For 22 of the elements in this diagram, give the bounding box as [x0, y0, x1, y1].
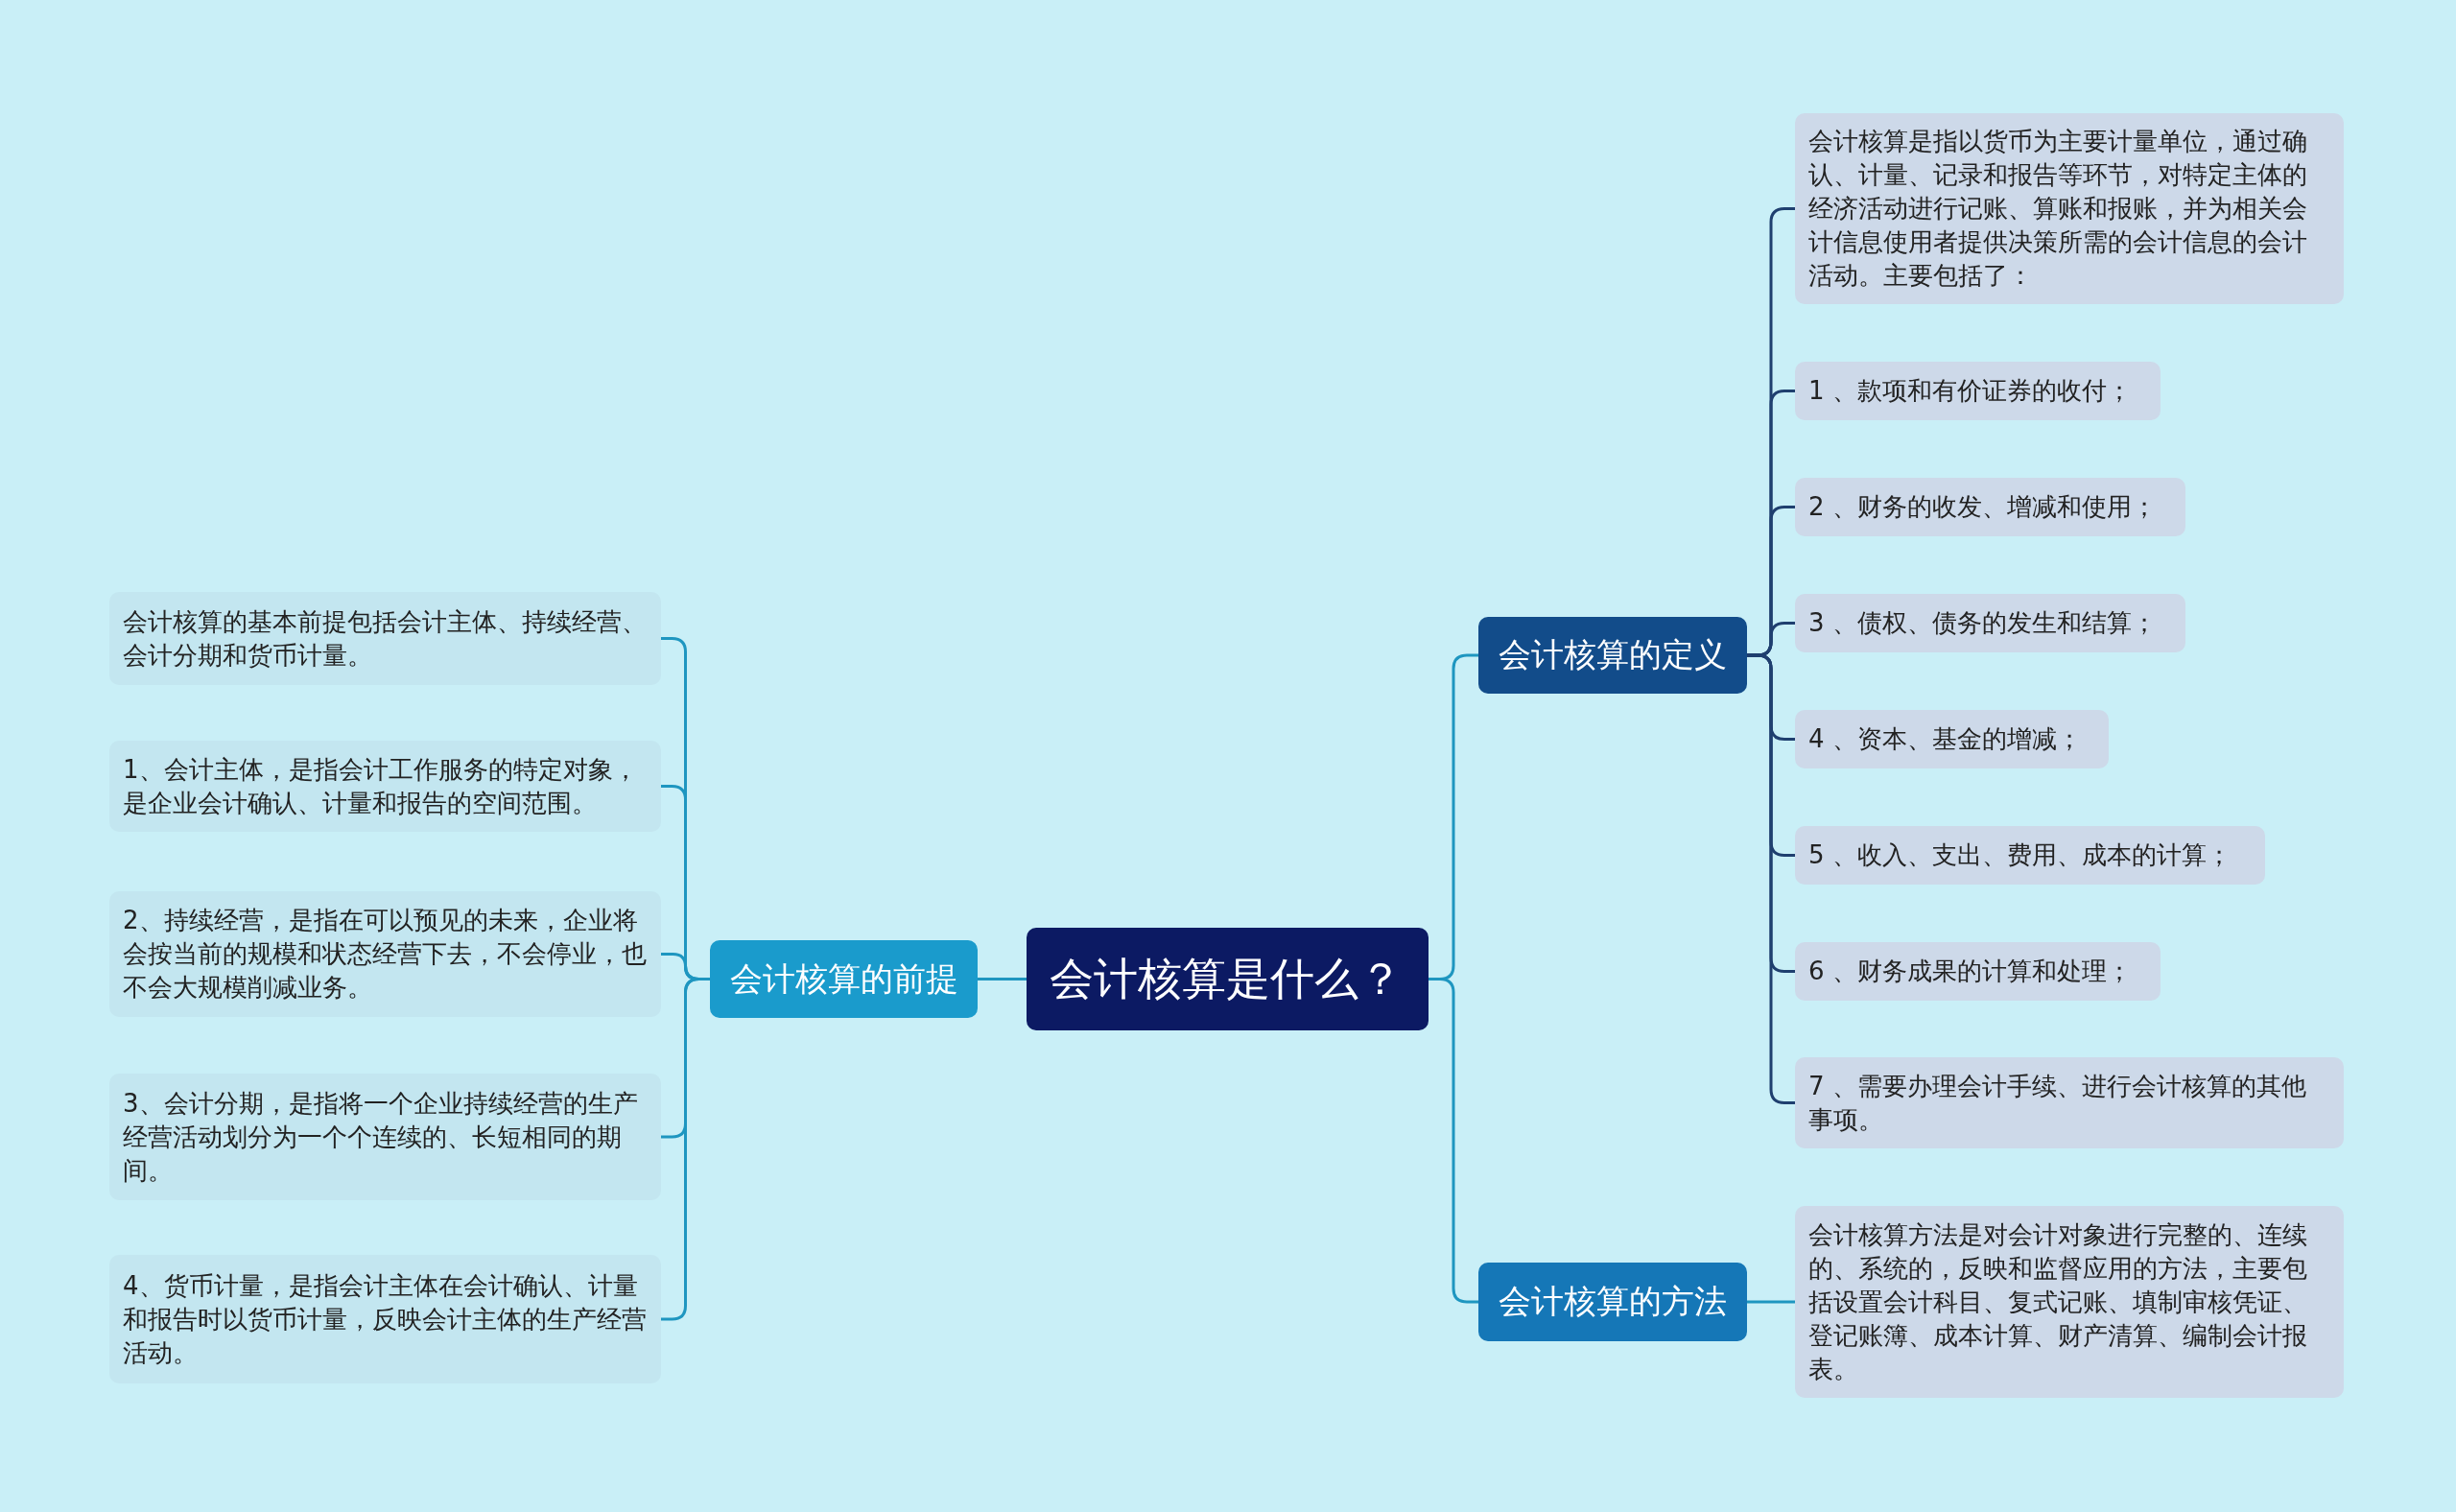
note-box: 1、会计主体，是指会计工作服务的特定对象，是企业会计确认、计量和报告的空间范围。 [109, 741, 661, 832]
connector-line [978, 978, 1027, 980]
note-box: 会计核算的基本前提包括会计主体、持续经营、会计分期和货币计量。 [109, 592, 661, 685]
connector-line [1747, 653, 1795, 1104]
note-box: 5 、收入、支出、费用、成本的计算； [1795, 826, 2265, 885]
note-box: 1 、款项和有价证券的收付； [1795, 362, 2161, 420]
note-box: 2、持续经营，是指在可以预见的未来，企业将会按当前的规模和状态经营下去，不会停业，也不会大规模削减业务。 [109, 891, 661, 1017]
note-box: 3、会计分期，是指将一个企业持续经营的生产经营活动划分为一个个连续的、长短相同的期间。 [109, 1074, 661, 1200]
note-box: 7 、需要办理会计手续、进行会计核算的其他事项。 [1795, 1057, 2344, 1148]
note-box: 4、货币计量，是指会计主体在会计确认、计量和报告时以货币计量，反映会计主体的生产经营活动。 [109, 1255, 661, 1383]
note-box: 会计核算是指以货币为主要计量单位，通过确认、计量、记录和报告等环节，对特定主体的经济活动进行记账、算账和报账，并为相关会计信息使用者提供决策所需的会计信息的会计活动。主要包括了： [1795, 113, 2344, 304]
central-topic-box: 会计核算是什么？ [1027, 928, 1429, 1030]
note-box: 3 、债权、债务的发生和结算； [1795, 594, 2185, 652]
note-box: 会计核算方法是对会计对象进行完整的、连续的、系统的，反映和监督应用的方法，主要包括设置会计科目、复式记账、填制审核凭证、登记账簿、成本计算、财产清算、编制会计报表。 [1795, 1206, 2344, 1398]
connector-line [1747, 1300, 1795, 1304]
note-box: 2 、财务的收发、增减和使用； [1795, 478, 2185, 536]
topic-box: 会计核算的前提 [710, 940, 978, 1018]
topic-box: 会计核算的定义 [1478, 617, 1747, 694]
note-box: 6 、财务成果的计算和处理； [1795, 942, 2161, 1001]
connector-line [1429, 978, 1478, 1304]
topic-box: 会计核算的方法 [1478, 1263, 1747, 1341]
note-box: 4 、资本、基金的增减； [1795, 710, 2109, 768]
